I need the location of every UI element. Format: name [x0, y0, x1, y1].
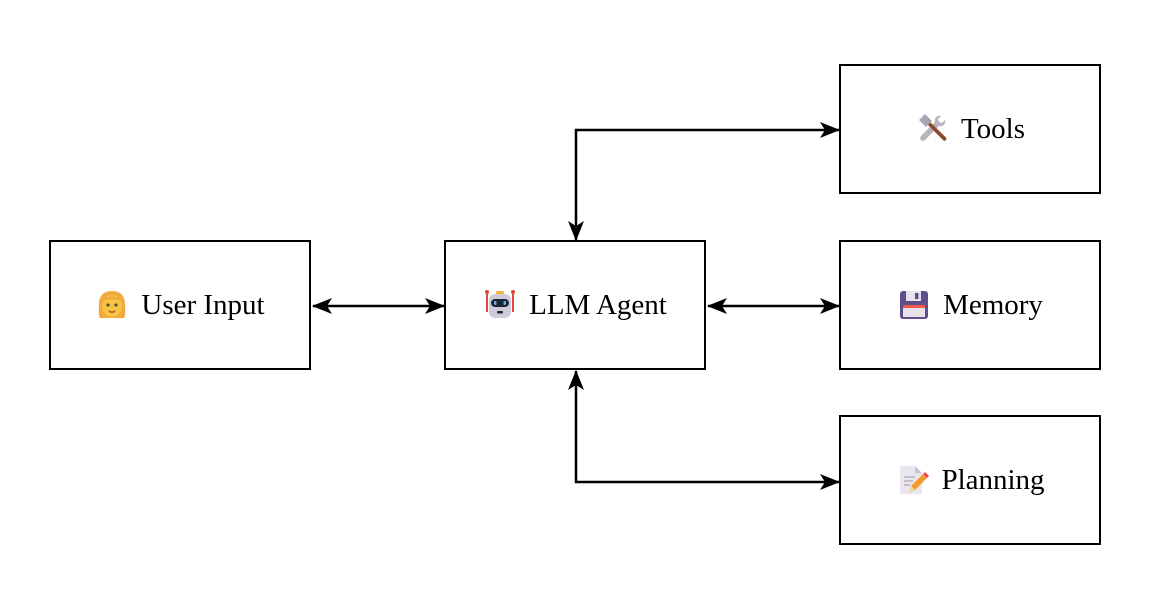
node-user-input[interactable]: User Input	[49, 240, 311, 370]
memo-pencil-icon	[895, 463, 930, 497]
robot-icon	[483, 288, 517, 322]
node-tools[interactable]: Tools	[839, 64, 1101, 194]
floppy-disk-icon	[897, 288, 931, 322]
edge-llm-agent-planning	[568, 370, 840, 490]
woman-face-icon	[95, 288, 129, 322]
node-label: Memory	[943, 288, 1043, 321]
node-memory[interactable]: Memory	[839, 240, 1101, 370]
node-label: User Input	[141, 288, 265, 321]
node-llm-agent[interactable]: LLM Agent	[444, 240, 706, 370]
node-planning[interactable]: Planning	[839, 415, 1101, 545]
node-label: Planning	[941, 463, 1045, 496]
node-label: Tools	[960, 112, 1026, 145]
node-label: LLM Agent	[529, 288, 667, 321]
hammer-and-wrench-icon	[915, 112, 949, 146]
edge-llm-agent-tools	[568, 122, 840, 241]
